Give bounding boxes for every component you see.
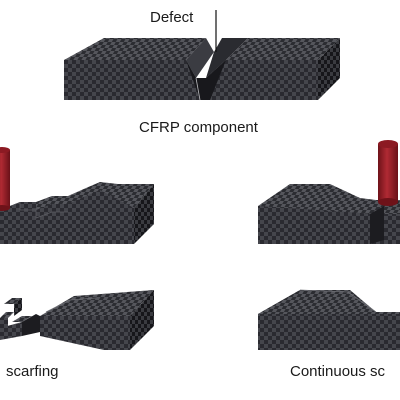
front-face (64, 60, 318, 100)
cfrp-component-block (64, 38, 340, 101)
defect-front-notch (186, 60, 226, 100)
milling-tool-left (0, 147, 10, 211)
top-surface-right (226, 38, 340, 60)
milling-tool-right (378, 140, 398, 206)
defect-label: Defect (150, 9, 194, 26)
stepped-scarf-machining-block (0, 182, 154, 244)
stepped-scarf-result-block (0, 290, 154, 350)
continuous-scarf-result-block (258, 289, 400, 350)
right-end-face (318, 38, 340, 100)
top-surface-left (64, 38, 206, 60)
defect-notch-left-face (186, 38, 214, 78)
component-label: CFRP component (139, 119, 259, 136)
continuous-scarf-machining-block (258, 184, 400, 244)
continuous-scarfing-label: Continuous sc (290, 363, 386, 380)
stepped-scarfing-label: scarfing (6, 363, 59, 380)
